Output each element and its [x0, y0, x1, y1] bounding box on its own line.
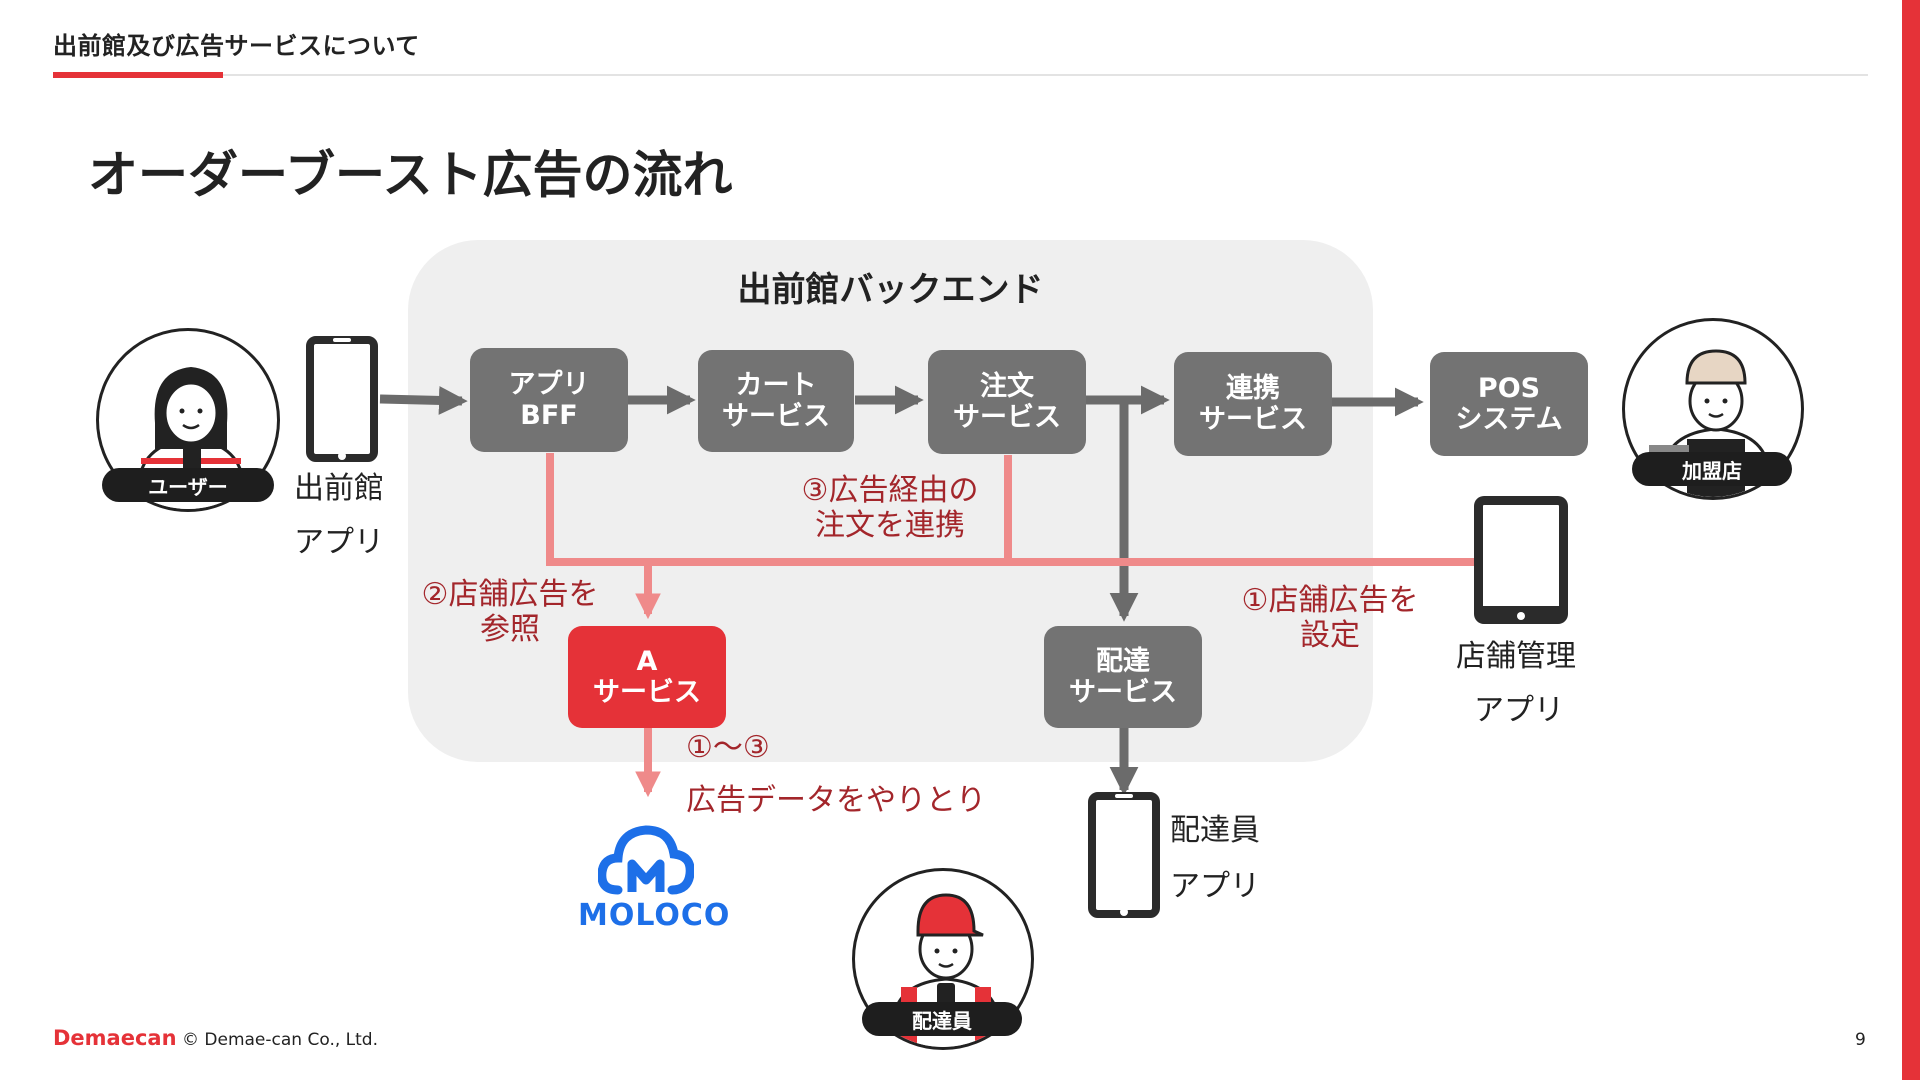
delivery-line1: 配達: [1096, 645, 1150, 677]
step2-line2: 参照: [480, 611, 540, 647]
order-line2: サービス: [953, 402, 1061, 433]
store-app-label-1: 店舗管理: [1456, 639, 1576, 674]
pos-system-box: POS システム: [1430, 352, 1588, 456]
right-accent-bar: [1902, 0, 1920, 1080]
line-bff-down: [546, 453, 1474, 566]
app-bff-line2: BFF: [520, 400, 578, 431]
a-service-line1: A: [636, 645, 658, 677]
cart-line2: サービス: [722, 401, 830, 432]
header-title: 出前館及び広告サービスについて: [53, 32, 420, 60]
step2-line1: ②店舗広告を: [421, 577, 599, 612]
moloco-wordmark: MOLOCO: [578, 898, 731, 933]
link-line1: 連携: [1226, 372, 1280, 404]
slide-title: オーダーブースト広告の流れ: [88, 146, 733, 204]
exchange-label: 広告データをやりとり: [686, 783, 986, 818]
courier-label-pill: 配達員: [862, 1002, 1022, 1036]
courier-phone-icon: [1088, 792, 1160, 918]
demaecan-app-label-1: 出前館: [294, 471, 384, 506]
step3-annotation: ③広告経由の 注文を連携: [790, 473, 990, 543]
step2-annotation: ②店舗広告を 参照: [410, 577, 610, 647]
step3-line2: 注文を連携: [815, 507, 965, 543]
header-divider: [53, 74, 1868, 76]
courier-app-label-1: 配達員: [1170, 813, 1260, 848]
pos-line1: POS: [1477, 372, 1541, 404]
demaecan-footer-logo: Demaecan: [53, 1026, 177, 1050]
exchange-range-label: ①～③: [686, 730, 770, 765]
order-service-box: 注文 サービス: [928, 350, 1086, 454]
cart-line1: カート: [735, 369, 817, 401]
demaecan-app-label-2: アプリ: [294, 525, 384, 560]
step1-annotation: ①店舗広告を 設定: [1230, 583, 1430, 653]
a-service-line2: サービス: [593, 677, 701, 708]
user-label-pill: ユーザー: [102, 468, 274, 502]
arrow-app-to-bff: [379, 386, 468, 415]
header-accent-bar: [53, 72, 223, 78]
link-line2: サービス: [1199, 404, 1307, 435]
moloco-cloud-logo: [598, 825, 694, 895]
demaecan-phone-icon: [306, 336, 378, 462]
step1-line2: 設定: [1300, 617, 1360, 653]
courier-app-label-2: アプリ: [1170, 869, 1260, 904]
app-bff-line1: アプリ: [508, 368, 590, 400]
link-service-box: 連携 サービス: [1174, 352, 1332, 456]
step3-line1: ③広告経由の: [801, 473, 979, 508]
order-line1: 注文: [980, 370, 1034, 402]
app-bff-box: アプリ BFF: [470, 348, 628, 452]
footer-copyright: © Demae-can Co., Ltd.: [182, 1030, 378, 1050]
delivery-service-box: 配達 サービス: [1044, 626, 1202, 728]
cart-service-box: カート サービス: [698, 350, 854, 452]
a-service-box: A サービス: [568, 626, 726, 728]
pos-line2: システム: [1455, 404, 1563, 435]
delivery-line2: サービス: [1069, 677, 1177, 708]
page-number: 9: [1855, 1030, 1866, 1050]
store-app-label-2: アプリ: [1474, 693, 1564, 728]
backend-title: 出前館バックエンド: [737, 270, 1044, 310]
store-tablet-icon: [1474, 496, 1568, 624]
merchant-label-pill: 加盟店: [1632, 452, 1792, 486]
step1-line1: ①店舗広告を: [1241, 583, 1419, 618]
